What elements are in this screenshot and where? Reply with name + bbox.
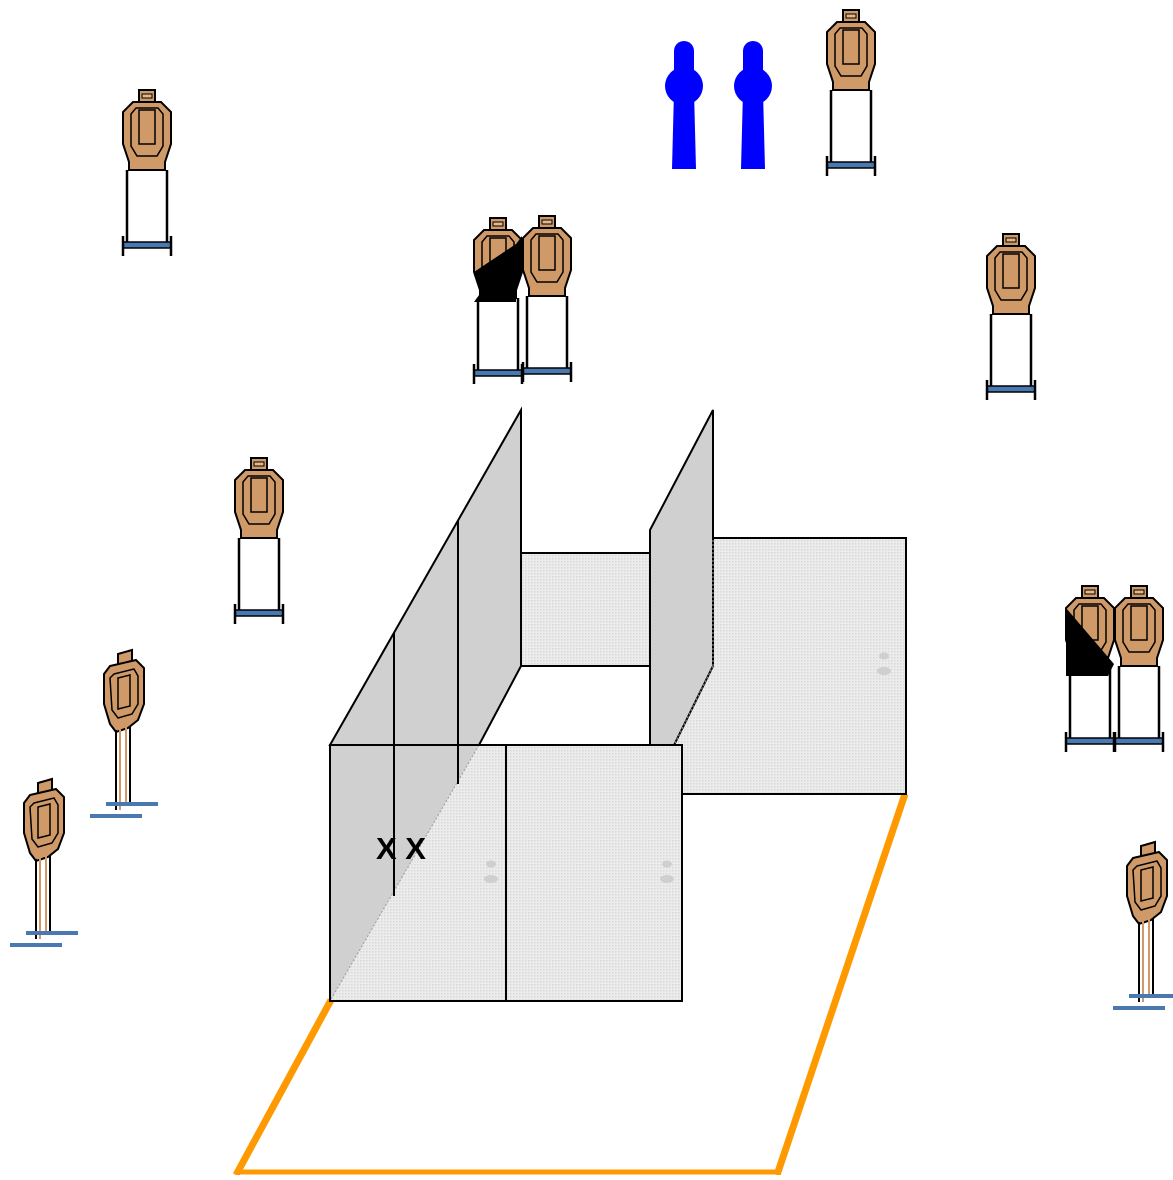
paper-target-t2	[825, 8, 877, 178]
no-shoot-target-2	[734, 41, 772, 169]
no-shoot-target-1	[665, 41, 703, 169]
right-barricade	[649, 409, 907, 795]
angled-target-t11	[1111, 840, 1173, 1010]
partial-hardcover-target-2	[1064, 584, 1116, 754]
back-wall	[518, 552, 651, 667]
left-barricade	[328, 406, 683, 1002]
paper-target-t4	[233, 456, 285, 626]
paper-target-t6	[521, 214, 573, 384]
paper-target-t8	[1113, 584, 1165, 754]
start-position-marks: X X	[376, 831, 426, 866]
paper-target-t1	[121, 88, 173, 258]
paper-target-t3	[985, 232, 1037, 402]
angled-target-t10	[8, 777, 80, 947]
fault-line	[232, 792, 909, 1177]
partial-hardcover-target-1	[472, 216, 524, 386]
angled-target-t9	[88, 648, 160, 818]
